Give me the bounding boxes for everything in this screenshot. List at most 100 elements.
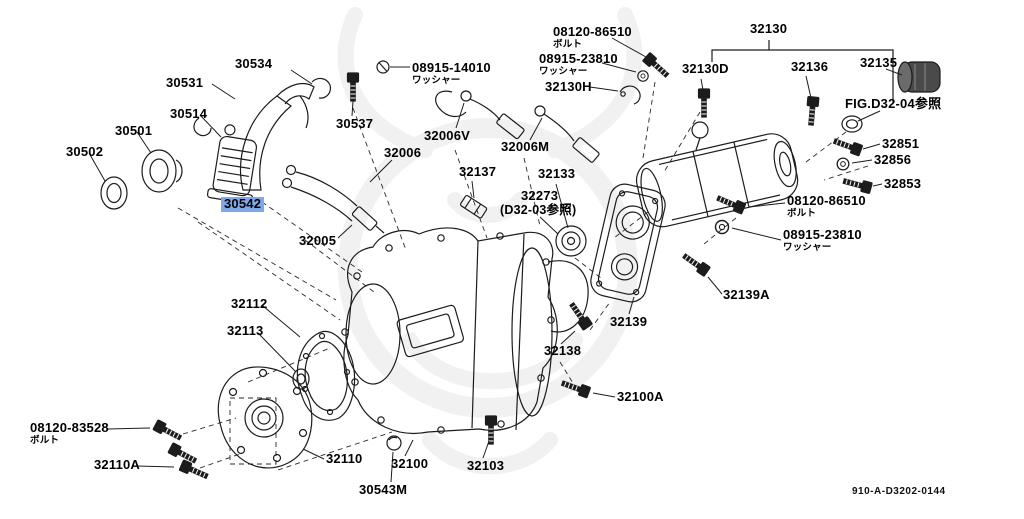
part-label-sub: ボルト (30, 434, 60, 446)
part-label-30502[interactable]: 30502 (66, 145, 103, 159)
rear-extension-shape (635, 133, 799, 228)
part-number: 32113 (227, 323, 264, 338)
part-number: 32137 (459, 164, 497, 179)
part-number: 32135 (860, 55, 898, 70)
part-label-32130D[interactable]: 32130D (682, 62, 729, 76)
part-label-32130[interactable]: 32130 (750, 22, 787, 36)
part-label-FIGD32-04[interactable]: FIG.D32-04参照 (845, 97, 941, 111)
part-number: 32851 (882, 136, 920, 151)
part-label-32139[interactable]: 32139 (610, 315, 647, 329)
part-label-30537[interactable]: 30537 (336, 117, 373, 131)
part-number: 32130H (545, 79, 592, 94)
part-number: 30537 (336, 116, 374, 131)
part-number: 32130 (750, 21, 788, 36)
part-label-sub: ワッシャー (783, 241, 832, 253)
part-label-32135[interactable]: 32135 (860, 56, 897, 70)
part-number: 30501 (115, 123, 153, 138)
part-number: 08120-83528 (30, 420, 109, 435)
part-label-32113[interactable]: 32113 (227, 324, 263, 338)
drawing-number: 910-A-D3202-0144 (852, 486, 946, 497)
part-number: 30514 (170, 106, 208, 121)
switch-harness-shapes (281, 90, 600, 234)
part-number: 08120-86510 (787, 193, 866, 208)
part-label-32138[interactable]: 32138 (544, 344, 581, 358)
cap-32135-shape (897, 61, 941, 93)
part-label-sub: ワッシャー (539, 65, 588, 77)
part-label-32137[interactable]: 32137 (459, 165, 496, 179)
part-label-30501[interactable]: 30501 (115, 124, 152, 138)
part-number: 30534 (235, 56, 273, 71)
part-number: 08120-86510 (553, 24, 632, 39)
part-number: 32100 (391, 456, 429, 471)
part-label-32103[interactable]: 32103 (467, 459, 504, 473)
part-number: 32006M (501, 139, 550, 154)
bearing-shape (141, 149, 177, 193)
part-number: 08915-14010 (412, 60, 491, 75)
part-label-32100A[interactable]: 32100A (617, 390, 664, 404)
part-shapes (100, 40, 941, 482)
bearing-32133-shape (555, 225, 587, 257)
part-number: 32136 (791, 59, 829, 74)
part-label-sub: ワッシャー (412, 74, 461, 86)
part-label-30514[interactable]: 30514 (170, 107, 207, 121)
part-label-30534[interactable]: 30534 (235, 57, 272, 71)
part-number: 32112 (231, 296, 268, 311)
part-label-32005[interactable]: 32005 (299, 234, 336, 248)
part-label-32006M[interactable]: 32006M (501, 140, 549, 154)
part-label-32136[interactable]: 32136 (791, 60, 828, 74)
part-number: 32006V (424, 128, 471, 143)
part-number: 32138 (544, 343, 582, 358)
gasket-32112-shape (296, 330, 356, 421)
part-number: 32139 (610, 314, 648, 329)
part-label-32273[interactable]: 32273(D32-03参照) (500, 189, 576, 217)
washer-glyph (376, 60, 390, 74)
part-number: 32103 (467, 458, 505, 473)
part-label-sub: ボルト (553, 38, 583, 50)
part-label-32100[interactable]: 32100 (391, 457, 428, 471)
seal-shape (100, 176, 128, 210)
part-label-30531[interactable]: 30531 (166, 76, 203, 90)
part-number: 32139A (723, 287, 770, 302)
part-label-32112[interactable]: 32112 (231, 297, 267, 311)
part-label-32006V[interactable]: 32006V (424, 129, 470, 143)
part-number: 32273 (521, 188, 559, 203)
bracket-32130H-shape (619, 85, 641, 105)
part-number: 32856 (874, 152, 912, 167)
part-label-30543M[interactable]: 30543M (359, 483, 407, 497)
transmission-case-shape (341, 227, 589, 434)
part-label-32853[interactable]: 32853 (884, 177, 921, 191)
ring-32113-shape (292, 368, 310, 390)
part-label-30542[interactable]: 30542 (221, 197, 265, 212)
release-cylinder-shape (206, 124, 258, 205)
part-number: 30531 (166, 75, 204, 90)
pin-32137-shape (459, 195, 488, 219)
part-label-32851[interactable]: 32851 (882, 137, 919, 151)
label-bracket-32130 (711, 49, 894, 103)
part-label-32133[interactable]: 32133 (538, 167, 575, 181)
part-number: 08915-23810 (539, 51, 618, 66)
part-label-32006[interactable]: 32006 (384, 146, 421, 160)
part-label-32130H[interactable]: 32130H (545, 80, 592, 94)
part-number: 32110A (94, 457, 141, 472)
oring-fig-ref-shape (841, 115, 863, 133)
part-label-32110A[interactable]: 32110A (94, 458, 140, 472)
part-label-32139A[interactable]: 32139A (723, 288, 770, 302)
clutch-fork-shape (193, 77, 332, 191)
part-number: 08915-23810 (783, 227, 862, 242)
part-label-sub: ボルト (787, 207, 817, 219)
part-label-32110[interactable]: 32110 (326, 452, 362, 466)
part-number: 30542 (221, 197, 265, 212)
ball-30543M-shape (386, 435, 402, 451)
part-number: 30543M (359, 482, 408, 497)
part-number: 32110 (326, 451, 363, 466)
part-label-32856[interactable]: 32856 (874, 153, 911, 167)
